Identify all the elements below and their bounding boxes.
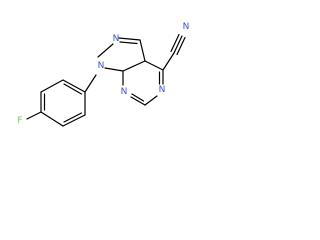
bond-cn-triple-1 (173, 35, 183, 54)
bond-n2-c3 (118, 37, 141, 41)
bond-n2-c3b (119, 41, 138, 45)
bond-n1-n2 (97, 43, 114, 58)
bond-ph-4b (63, 83, 83, 95)
molecule-diagram: F N N N N N (0, 0, 237, 127)
bond-ph-4 (62, 79, 86, 93)
bond-c6-n7b (131, 93, 145, 102)
bond-c3a-c7a (122, 60, 146, 72)
bond-ph-n1 (84, 74, 97, 93)
atom-label-nitrile-n: N (183, 22, 190, 32)
bond-c4-cn (162, 52, 175, 71)
bond-cn-triple-3 (170, 33, 180, 53)
bond-ph-3 (40, 79, 64, 93)
bond-ph-1 (26, 111, 42, 120)
bond-c3a-c4 (144, 60, 164, 71)
atom-label-n1: N (98, 61, 105, 71)
bond-ph-7 (40, 111, 64, 127)
atom-label-n5: N (159, 85, 166, 95)
atom-label-n7: N (121, 87, 128, 97)
structure-drawing: F N N N N N (17, 22, 190, 127)
bond-c7a-n1 (104, 67, 124, 72)
bond-ph-6b (63, 112, 83, 123)
bond-ph-6 (62, 114, 86, 127)
bond-c6-n7 (130, 96, 146, 106)
atom-label-n2: N (113, 34, 120, 44)
bond-cn-triple-2 (176, 36, 186, 56)
bond-n5-c6 (144, 95, 158, 106)
atom-label-fluorine: F (17, 116, 22, 126)
bond-c3-c3a (139, 39, 146, 62)
